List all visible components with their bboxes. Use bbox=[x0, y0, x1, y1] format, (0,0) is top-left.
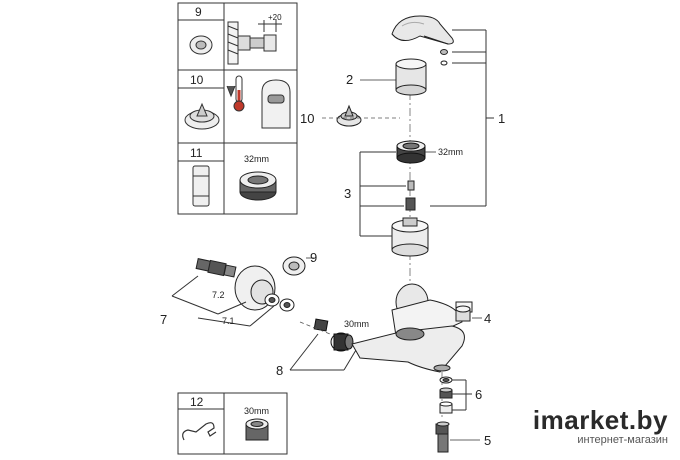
panel-9-number: 9 bbox=[195, 5, 202, 19]
panel-10: 10 bbox=[184, 73, 291, 130]
callout-6: 6 bbox=[475, 387, 482, 402]
callout-5: 5 bbox=[484, 433, 491, 448]
aerator-nut-icon bbox=[245, 418, 269, 441]
wall-mount-sketch bbox=[227, 20, 282, 65]
panel-stack-frame bbox=[177, 2, 298, 215]
bracket-6 bbox=[452, 379, 472, 411]
bracket-1 bbox=[430, 29, 494, 207]
handle-screw bbox=[440, 49, 448, 66]
sleeve-cover bbox=[395, 58, 427, 96]
callout-1: 1 bbox=[498, 111, 505, 126]
cartridge-nut-icon bbox=[239, 171, 277, 201]
panel-11-size: 32mm bbox=[244, 154, 269, 164]
panel-12-number: 12 bbox=[190, 395, 204, 409]
bracket-3 bbox=[359, 151, 406, 237]
spanner-icon bbox=[182, 422, 217, 441]
callout-7-2: 7.2 bbox=[212, 290, 225, 300]
cap-4 bbox=[455, 305, 471, 322]
panel-9-dimension: +20 bbox=[268, 13, 282, 22]
callout-8: 8 bbox=[276, 363, 283, 378]
callout-3: 3 bbox=[344, 186, 351, 201]
lever-handle bbox=[391, 15, 454, 45]
nut-icon bbox=[189, 35, 213, 55]
union-nut-9 bbox=[282, 256, 306, 276]
bracket-8 bbox=[289, 333, 357, 371]
panel-12: 12 30mm bbox=[177, 392, 288, 455]
callouts: 1 2 3 4 5 6 7 7.1 7.2 8 9 10 bbox=[160, 72, 505, 448]
panel-10-number: 10 bbox=[190, 73, 204, 87]
washers bbox=[264, 293, 295, 312]
axis-8 bbox=[299, 321, 331, 335]
cartridge bbox=[391, 217, 429, 257]
dim-30mm: 30mm bbox=[344, 319, 369, 329]
lever-handle-sketch bbox=[261, 79, 291, 129]
temperature-limiter-icon bbox=[184, 102, 220, 130]
mixer-body bbox=[351, 283, 473, 373]
s-union bbox=[195, 258, 237, 278]
panel-9: 9 +20 bbox=[189, 5, 282, 65]
union-nut-8 bbox=[313, 318, 354, 352]
callout-2: 2 bbox=[346, 72, 353, 87]
watermark-subtitle: интернет-магазин bbox=[577, 434, 668, 446]
temperature-limiter bbox=[336, 104, 362, 127]
panel-11: 11 32mm bbox=[190, 146, 277, 207]
cartridge-pin bbox=[405, 180, 416, 211]
aerator-parts-6 bbox=[439, 376, 453, 414]
thermometer-icon bbox=[226, 75, 245, 112]
cartridge-key-icon bbox=[192, 165, 210, 207]
callout-7-1: 7.1 bbox=[222, 316, 235, 326]
bracket-7 bbox=[171, 275, 275, 327]
store-watermark: imarket.by интернет-магазин bbox=[533, 405, 668, 446]
panel-12-size: 30mm bbox=[244, 406, 269, 416]
dim-32mm: 32mm bbox=[438, 147, 463, 157]
callout-7: 7 bbox=[160, 312, 167, 327]
watermark-brand: imarket.by bbox=[532, 405, 668, 435]
panel-11-number: 11 bbox=[190, 146, 203, 160]
diverter-5 bbox=[435, 421, 450, 453]
callout-10: 10 bbox=[300, 111, 314, 126]
callout-4: 4 bbox=[484, 311, 491, 326]
callout-9: 9 bbox=[310, 250, 317, 265]
cartridge-nut bbox=[396, 140, 426, 164]
panel-stack bbox=[177, 2, 298, 215]
panel-12-frame bbox=[177, 392, 288, 455]
